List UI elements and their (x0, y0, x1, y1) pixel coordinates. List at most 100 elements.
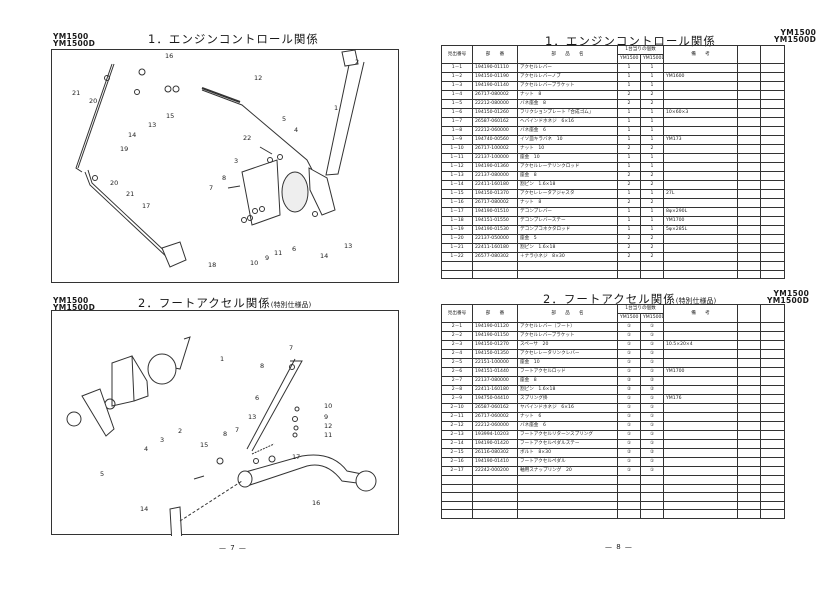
cell-blank (737, 492, 761, 502)
cell-ref: 1－2 (441, 72, 473, 82)
cell-ref: 1－7 (441, 117, 473, 127)
header-ref: 見出番号 (441, 304, 473, 323)
exploded-view-drawing: 1 2 3 4 5 6 7 8 9 10 11 12 13 14 15 16 1… (66, 336, 377, 536)
callout-21b: 21 (126, 190, 134, 198)
cell-blank (760, 358, 785, 368)
cell-part-no: 22212-060000 (472, 421, 518, 431)
cell-qty-model2: 2 (640, 198, 664, 208)
callout-15: 15 (200, 441, 208, 449)
cell-remarks (663, 162, 738, 172)
cell-blank (737, 207, 761, 217)
callout-17: 17 (142, 202, 150, 210)
cell-blank (760, 492, 785, 502)
right-page: 1．エンジンコントロール関係 YM1500 YM1500D 見出番号 部 番 部… (430, 0, 840, 595)
cell-qty-model1: ① (617, 439, 641, 449)
cell-qty-model2: 2 (640, 243, 664, 253)
table-header: 見出番号 部 番 部 品 名 1台当りの個数 備 考 YM1500 YM1500… (441, 45, 785, 64)
cell-qty-model1: 2 (617, 243, 641, 253)
cell-qty-model2: 2 (640, 171, 664, 181)
cell-remarks (663, 421, 738, 431)
callout-7: 7 (289, 344, 293, 352)
cell-remarks (663, 457, 738, 467)
cell-blank (737, 117, 761, 127)
cell-blank (617, 509, 641, 519)
cell-blank (441, 261, 473, 271)
cell-remarks (663, 63, 738, 73)
cell-blank (760, 162, 785, 172)
cell-part-name: アクセルレバーブラケット (517, 331, 618, 341)
cell-blank (737, 162, 761, 172)
callout-13: 13 (248, 413, 256, 421)
cell-part-no: 194190-01410 (472, 457, 518, 467)
cell-part-name: ナット 6 (517, 412, 618, 422)
cell-remarks (663, 466, 738, 476)
cell-part-no: 194190-01150 (472, 331, 518, 341)
cell-qty-model1: 2 (617, 180, 641, 190)
cell-blank (737, 412, 761, 422)
cell-ref: 1－18 (441, 216, 473, 226)
cell-qty-model1: 1 (617, 126, 641, 136)
cell-qty-model2: 1 (640, 225, 664, 235)
cell-blank (441, 483, 473, 494)
cell-blank (760, 72, 785, 82)
cell-ref: 2－17 (441, 466, 473, 476)
cell-qty-model1: ① (617, 367, 641, 377)
cell-blank (737, 457, 761, 467)
cell-blank (472, 492, 518, 502)
header-blank (737, 45, 761, 64)
cell-blank (617, 492, 641, 502)
cell-qty-model2: ① (640, 394, 664, 404)
cell-ref: 1－3 (441, 81, 473, 91)
cell-blank (737, 261, 761, 271)
cell-blank (760, 269, 785, 280)
cell-blank (760, 430, 785, 440)
cell-qty-model2: 1 (640, 117, 664, 127)
cell-blank (441, 492, 473, 502)
cell-qty-model2: 1 (640, 135, 664, 145)
cell-blank (472, 483, 518, 494)
cell-blank (760, 135, 785, 145)
cell-remarks (663, 412, 738, 422)
callout-10: 10 (250, 259, 258, 267)
cell-ref: 2－10 (441, 403, 473, 413)
cell-part-name: アクセルレバー (517, 63, 618, 73)
callout-5: 5 (282, 115, 286, 123)
cell-ref: 2－1 (441, 322, 473, 332)
cell-blank (760, 412, 785, 422)
cell-remarks: 5φ×285L (663, 225, 738, 235)
engine-control-diagram: 2 1 12 16 15 13 14 21 20 19 20 21 17 18 … (51, 49, 399, 283)
cell-qty-model1: ② (617, 385, 641, 395)
cell-qty-model2: 2 (640, 180, 664, 190)
cell-part-no: 194150-01370 (472, 189, 518, 199)
cell-ref: 2－6 (441, 367, 473, 377)
cell-blank (760, 349, 785, 359)
cell-remarks (663, 171, 738, 181)
cell-blank (737, 394, 761, 404)
cell-qty-model2: ① (640, 331, 664, 341)
cell-ref: 2－8 (441, 385, 473, 395)
callout-11: 11 (274, 249, 282, 257)
cell-qty-model1: ① (617, 412, 641, 422)
cell-blank (760, 322, 785, 332)
cell-part-no: 194151-01440 (472, 367, 518, 377)
cell-part-name: 割ピン 1.6×18 (517, 243, 618, 253)
cell-blank (663, 269, 738, 280)
cell-remarks (663, 198, 738, 208)
cell-part-no: 26577-080302 (472, 252, 518, 262)
cell-blank (472, 261, 518, 271)
cell-blank (472, 475, 518, 485)
callout-14: 14 (140, 505, 148, 513)
cell-ref: 1－11 (441, 153, 473, 163)
cell-part-name: フリクションプレート「合成ゴム」 (517, 108, 618, 118)
cell-part-name: ヤバインドホネジ 6×16 (517, 403, 618, 413)
cell-qty-model1: ① (617, 394, 641, 404)
model-line: YM1500 (780, 28, 817, 37)
